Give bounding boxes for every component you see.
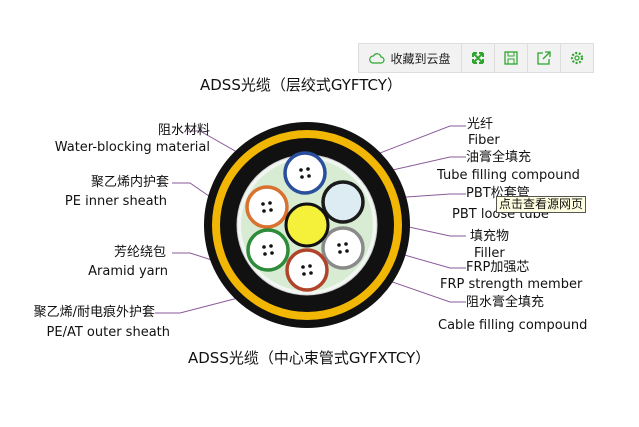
settings-button[interactable]	[561, 44, 593, 72]
fiber	[300, 175, 304, 179]
view-source-tooltip: 点击查看源网页	[496, 196, 587, 213]
fiber	[262, 209, 266, 213]
left-label-en: PE inner sheath	[64, 194, 167, 209]
expand-icon	[472, 52, 484, 64]
fiber	[269, 244, 273, 248]
right-label-zh: 光纤	[467, 117, 494, 132]
save-to-cloud-button[interactable]: 收藏到云盘	[359, 44, 462, 72]
right-label-en: Cable filling compound	[438, 318, 588, 333]
share-icon	[537, 51, 551, 65]
fiber	[299, 168, 303, 172]
loose-tube	[283, 151, 327, 195]
left-label-zh: 聚乙烯内护套	[90, 175, 169, 190]
loose-tube	[246, 228, 290, 272]
right-label-zh: FRP加强芯	[466, 260, 530, 275]
save-to-cloud-label: 收藏到云盘	[390, 51, 451, 66]
fiber	[270, 251, 274, 255]
loose-tube	[245, 185, 289, 229]
left-label-en: Water-blocking material	[54, 140, 210, 155]
share-button[interactable]	[528, 44, 561, 72]
filler-rod	[321, 180, 365, 224]
fiber	[345, 249, 349, 253]
fiber	[302, 272, 306, 276]
aramid-yarn	[212, 130, 402, 320]
left-label-zh: 聚乙烯/耐电痕外护套	[33, 305, 155, 320]
toolbar: 收藏到云盘	[358, 43, 594, 73]
loose-tube	[285, 248, 329, 292]
right-label-en: Fiber	[468, 133, 500, 148]
fiber	[306, 167, 310, 171]
fiber	[262, 245, 266, 249]
right-label-en: FRP strength member	[440, 277, 583, 292]
fiber	[307, 174, 311, 178]
left-label-en: Aramid yarn	[88, 264, 168, 279]
right-label-en: Tube filling compound	[437, 168, 580, 183]
fiber	[309, 271, 313, 275]
right-label-en: Filler	[474, 246, 505, 261]
left-label-en: PE/AT outer sheath	[46, 325, 170, 340]
left-label-zh: 芳纶绕包	[113, 245, 166, 260]
fiber	[261, 202, 265, 206]
fiber	[301, 265, 305, 269]
title-bottom: ADSS光缆（中心束管式GYFXTCY）	[188, 349, 431, 367]
save-icon	[504, 51, 518, 65]
fiber	[269, 208, 273, 212]
right-label-zh: 油膏全填充	[466, 150, 532, 165]
fiber	[263, 252, 267, 256]
save-button[interactable]	[495, 44, 528, 72]
left-label-zh: 阻水材料	[157, 123, 210, 138]
right-label-zh: 填充物	[470, 229, 510, 244]
expand-button[interactable]	[462, 44, 495, 72]
fiber	[308, 264, 312, 268]
loose-tube	[321, 226, 365, 270]
fiber	[344, 242, 348, 246]
gear-icon	[570, 51, 584, 65]
strength-member	[284, 202, 330, 248]
right-label-zh: 阻水膏全填充	[466, 295, 545, 310]
fiber	[337, 243, 341, 247]
fiber	[268, 201, 272, 205]
cloud-icon	[369, 53, 386, 64]
title-top: ADSS光缆（层绞式GYFTCY）	[200, 76, 402, 94]
fiber	[338, 250, 342, 254]
